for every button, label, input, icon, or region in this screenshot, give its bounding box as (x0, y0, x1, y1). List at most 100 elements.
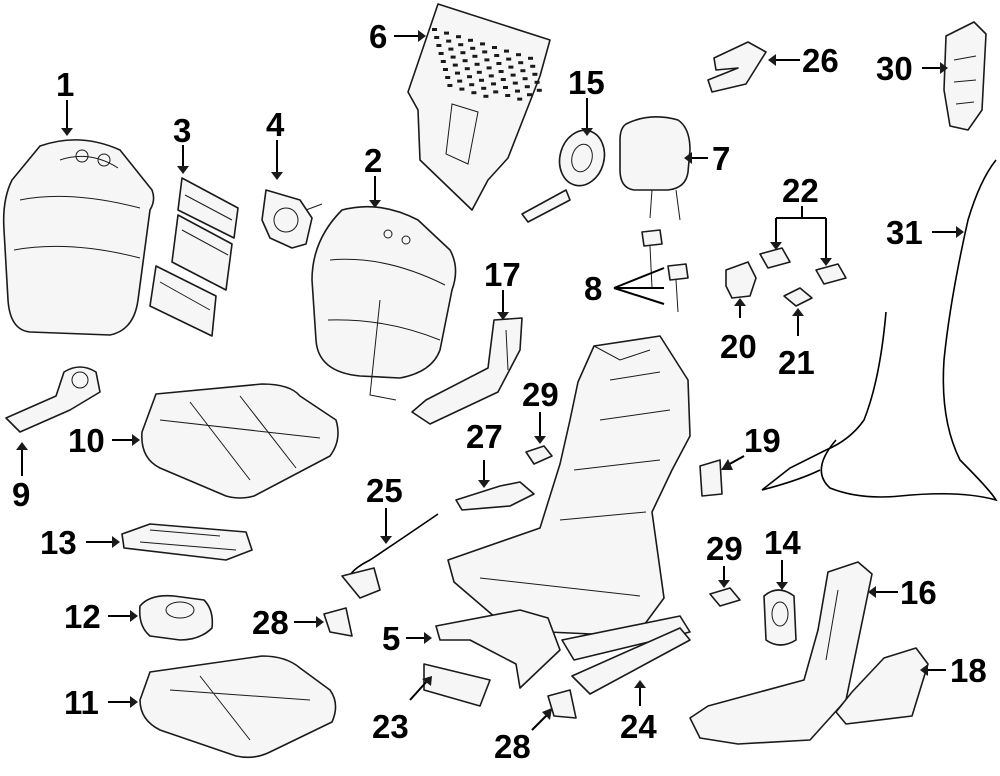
part-9-trim-bracket[interactable] (5, 366, 101, 433)
part-25-release-cable[interactable] (341, 513, 439, 599)
part-31-wire-harness[interactable] (761, 159, 998, 502)
perforation-hole (438, 52, 444, 55)
perforation-hole (492, 46, 497, 49)
callout-14[interactable]: 14 (764, 524, 801, 561)
part-24-track-cover[interactable] (571, 627, 691, 695)
callout-21[interactable]: 21 (778, 344, 815, 381)
callout-25[interactable]: 25 (366, 472, 403, 509)
perforation-hole (459, 87, 465, 91)
part-27-bracket[interactable] (455, 481, 535, 511)
perforation-hole (500, 78, 506, 81)
perforation-hole (443, 68, 448, 71)
part-28-cover-right[interactable] (547, 689, 577, 719)
part-26-handle[interactable] (707, 41, 767, 93)
part-8-headrest-guides[interactable] (641, 229, 689, 313)
perforation-hole (458, 43, 464, 47)
callout-11[interactable]: 11 (64, 684, 99, 721)
part-7-headrest[interactable] (619, 116, 691, 221)
perforation-hole (469, 83, 475, 87)
callout-31[interactable]: 31 (886, 214, 923, 251)
perforation-hole (530, 64, 536, 68)
part-22-clips[interactable] (759, 247, 847, 285)
callout-23[interactable]: 23 (372, 708, 409, 745)
callout-4[interactable]: 4 (266, 106, 285, 143)
callout-8[interactable]: 8 (584, 270, 602, 307)
part-6-seat-back-panel[interactable] (407, 3, 551, 211)
callout-17[interactable]: 17 (484, 256, 521, 293)
perforation-hole (504, 49, 509, 53)
callout-18[interactable]: 18 (950, 652, 987, 689)
callout-labels: 1 3 4 2 6 15 7 26 30 31 22 20 21 8 17 9 … (12, 18, 987, 765)
perforation-hole (503, 86, 508, 89)
perforation-hole (436, 44, 442, 47)
part-23-bracket[interactable] (423, 663, 491, 707)
callout-28-right[interactable]: 28 (494, 728, 531, 765)
callout-9[interactable]: 9 (12, 476, 30, 513)
part-18-side-cover[interactable] (835, 647, 929, 725)
callout-27[interactable]: 27 (466, 418, 503, 455)
part-29-cap-upper[interactable] (525, 445, 553, 465)
part-12-lumbar-motor[interactable] (138, 594, 214, 641)
perforation-hole (470, 46, 476, 50)
callout-10[interactable]: 10 (68, 422, 105, 459)
part-19-clip[interactable] (699, 459, 723, 497)
callout-30[interactable]: 30 (876, 50, 913, 87)
callout-12[interactable]: 12 (64, 598, 101, 635)
part-13-heater-element[interactable] (121, 523, 253, 561)
callout-13[interactable]: 13 (40, 524, 77, 561)
perforation-hole (515, 89, 520, 93)
perforation-hole (506, 57, 512, 61)
part-3-seat-back-pads[interactable] (149, 177, 239, 337)
callout-19[interactable]: 19 (744, 422, 781, 459)
perforation-hole (488, 74, 494, 78)
part-15-recliner-cable[interactable] (521, 125, 610, 223)
perforation-hole (479, 78, 484, 82)
part-10-seat-cushion-cover[interactable] (141, 383, 339, 499)
callout-15[interactable]: 15 (568, 64, 605, 101)
callout-29-upper[interactable]: 29 (522, 376, 559, 413)
perforation-hole (483, 94, 489, 98)
callout-20[interactable]: 20 (720, 328, 757, 365)
part-4-recliner-handle[interactable] (261, 189, 323, 249)
part-5-seat-frame[interactable] (435, 335, 691, 689)
callout-26[interactable]: 26 (802, 42, 839, 79)
callout-5[interactable]: 5 (382, 620, 400, 657)
perforation-hole (444, 31, 449, 35)
perforation-hole (447, 84, 453, 87)
perforation-hole (450, 55, 456, 59)
part-16-side-shield[interactable] (689, 561, 873, 745)
callout-22[interactable]: 22 (782, 172, 819, 209)
part-21-clip[interactable] (783, 287, 813, 307)
callout-28-left[interactable]: 28 (252, 604, 289, 641)
part-20-guide[interactable] (725, 261, 757, 299)
perforation-hole (476, 70, 482, 74)
callout-29-lower[interactable]: 29 (706, 530, 743, 567)
perforation-hole (516, 53, 521, 57)
callout-3[interactable]: 3 (173, 112, 191, 149)
part-30-latch[interactable] (943, 21, 987, 131)
part-1-seat-back-cover[interactable] (2, 139, 155, 336)
perforation-hole (493, 90, 499, 94)
part-14-switch-bezel[interactable] (763, 589, 797, 646)
callout-16[interactable]: 16 (900, 574, 937, 611)
perforation-hole (532, 72, 538, 76)
callout-1[interactable]: 1 (56, 66, 74, 103)
part-11-cushion-pad[interactable] (139, 655, 337, 759)
callout-24[interactable]: 24 (620, 708, 657, 745)
callout-2[interactable]: 2 (364, 142, 382, 179)
perforation-hole (512, 81, 518, 85)
perforation-hole (505, 94, 511, 97)
perforation-hole (446, 39, 452, 43)
part-2-seat-back-frame[interactable] (311, 205, 457, 401)
callout-6[interactable]: 6 (369, 18, 387, 55)
part-17-side-trim[interactable] (411, 317, 523, 425)
perforation-hole (480, 42, 485, 46)
perforation-hole (455, 71, 460, 75)
part-29-cap-lower[interactable] (709, 587, 741, 607)
part-28-cover-left[interactable] (323, 607, 353, 637)
perforation-hole (482, 50, 488, 54)
perforation-hole (472, 54, 478, 58)
callout-7[interactable]: 7 (712, 140, 730, 177)
